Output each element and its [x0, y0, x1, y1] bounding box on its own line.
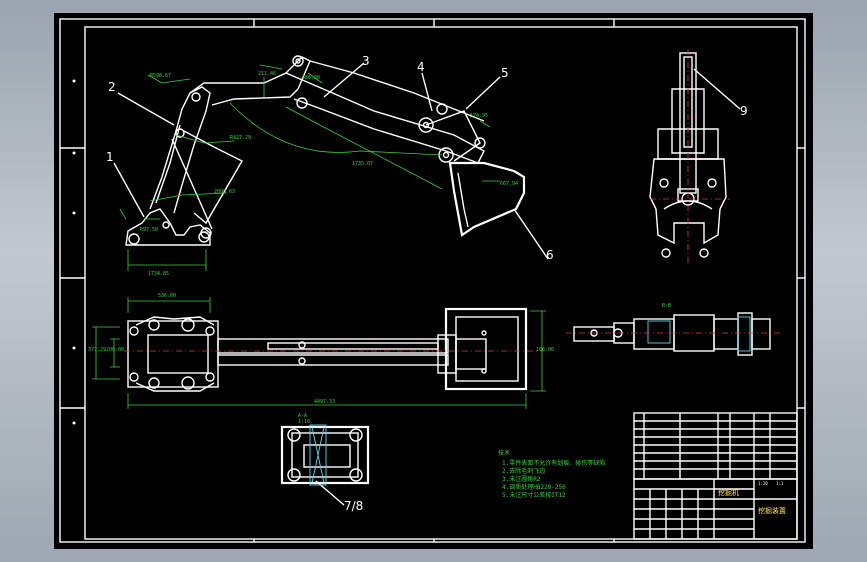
zone-ticks: [60, 19, 805, 542]
note-line-1: 1.零件表面不允许有划痕、碰伤等缺陷: [502, 459, 605, 467]
section-right: B-B: [566, 303, 782, 356]
dim-left-height-b: 200.00: [106, 347, 124, 353]
dim-base-diag: 2008.63: [214, 189, 235, 195]
title-block-scale: 1:20: [758, 481, 768, 486]
part-label-5: 5: [501, 66, 509, 80]
dim-boom-arc-radius: R598.67: [150, 73, 171, 79]
note-line-2: 2.去除毛刺飞边: [502, 467, 545, 475]
title-block-drawing-title: 挖掘装置: [758, 506, 786, 515]
section-label-right: B-B: [662, 303, 671, 309]
technical-notes: 技术 1.零件表面不允许有划痕、碰伤等缺陷 2.去除毛刺飞边 3.未注圆角R2 …: [498, 449, 605, 499]
note-line-4: 4.调质处理HB220-250: [502, 483, 566, 491]
section-bottom: A-A 1:10: [280, 413, 370, 486]
part-label-2: 2: [108, 80, 116, 94]
parts-list: [633, 412, 798, 480]
dim-total-length: 4497.33: [314, 399, 335, 405]
mechanical-drawing: R598.67 R427.29 211.46 486.00 1735.07 57…: [59, 18, 806, 543]
dim-top-width: 536.00: [158, 293, 176, 299]
dim-boom-pin-dist: 486.00: [302, 75, 320, 81]
dim-left-height-a: 377.29: [88, 347, 106, 353]
title-block-sheet: 1:1: [776, 481, 784, 486]
front-view: [649, 49, 730, 263]
cad-viewport[interactable]: R598.67 R427.29 211.46 486.00 1735.07 57…: [54, 13, 813, 549]
dim-base-width: 1734.85: [148, 271, 169, 277]
part-label-9: 9: [740, 104, 748, 118]
section-scale-bottom: 1:10: [298, 419, 310, 425]
dim-arm-length: 1735.07: [352, 161, 373, 167]
note-line-5: 5.未注尺寸公差按IT12: [502, 491, 566, 499]
notes-heading: 技术: [498, 449, 510, 457]
dim-arm-cyl: 574.95: [470, 113, 488, 119]
dim-boom-top-angle: 211.46: [258, 71, 276, 77]
dim-base-pin: R97.50: [140, 227, 158, 233]
title-block: 挖掘机 挖掘装置 1:20 1:1: [633, 478, 798, 540]
section-label-bottom: A-A: [298, 413, 307, 419]
top-view: 536.00 377.29 200.00 166.00 4497.33: [88, 293, 554, 409]
part-label-1: 1: [106, 150, 114, 164]
part-label-6: 6: [546, 248, 554, 262]
dim-boom-lower-radius: R427.29: [230, 135, 251, 141]
note-line-3: 3.未注圆角R2: [502, 475, 541, 483]
dim-right-height: 166.00: [536, 347, 554, 353]
title-block-name: 挖掘机: [718, 488, 739, 497]
dim-bucket: 667.94: [500, 181, 518, 187]
part-label-4: 4: [417, 60, 425, 74]
inner-frame: [84, 26, 798, 540]
zone-dots: [72, 79, 76, 425]
part-label-3: 3: [362, 54, 370, 68]
part-label-7-8: 7/8: [344, 499, 363, 513]
outer-frame: [59, 18, 806, 543]
side-view: R598.67 R427.29 211.46 486.00 1735.07 57…: [106, 54, 748, 513]
